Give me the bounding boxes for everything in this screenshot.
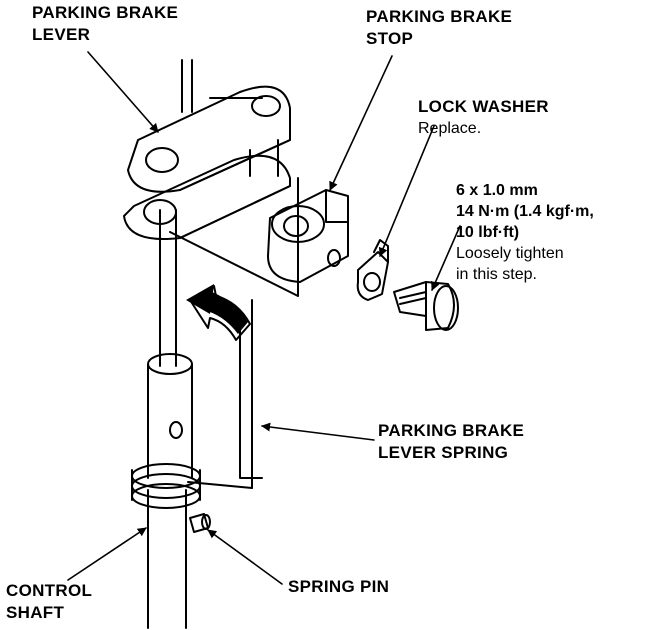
label-line: LEVER [32,25,91,44]
label-line: CONTROL [6,581,93,600]
label-line: SPRING PIN [288,577,390,596]
shaft-end [147,353,193,479]
label-bolt-spec: 6 x 1.0 mm 14 N·m (1.4 kgf·m, 10 lbf·ft)… [456,180,594,285]
control-shaft [147,59,193,629]
label-line: LOCK WASHER [418,97,549,116]
label-parking-brake-lever-spring: PARKING BRAKE LEVER SPRING [378,420,524,464]
label-line: LEVER SPRING [378,443,509,462]
parking-brake-lever [123,85,299,297]
label-note: Replace. [418,120,482,137]
label-spring-pin: SPRING PIN [288,576,389,598]
rotation-arrow-fill [210,292,248,334]
label-lock-washer: LOCK WASHER Replace. [418,96,549,139]
label-line: PARKING BRAKE [366,7,513,26]
label-line: PARKING BRAKE [378,421,525,440]
label-parking-brake-stop: PARKING BRAKE STOP [366,6,512,50]
label-parking-brake-lever: PARKING BRAKE LEVER [32,2,178,46]
label-control-shaft: CONTROL SHAFT [6,580,92,624]
label-line: STOP [366,29,414,48]
bolt-torque: 10 lbf·ft) [456,224,520,241]
parking-brake-stop [267,189,349,283]
lever-spring [131,299,263,509]
label-line: PARKING BRAKE [32,3,179,22]
bolt-torque: 14 N·m (1.4 kgf·m, [456,203,594,220]
label-line: SHAFT [6,603,65,622]
lock-washer [356,239,389,301]
bolt-size: 6 x 1.0 mm [456,182,538,199]
bolt [393,281,459,331]
bolt-note: in this step. [456,266,537,283]
rotation-arrow-head [186,284,214,314]
spring-pin [189,513,211,533]
leader-lines [67,51,461,585]
bolt-note: Loosely tighten [456,245,564,262]
